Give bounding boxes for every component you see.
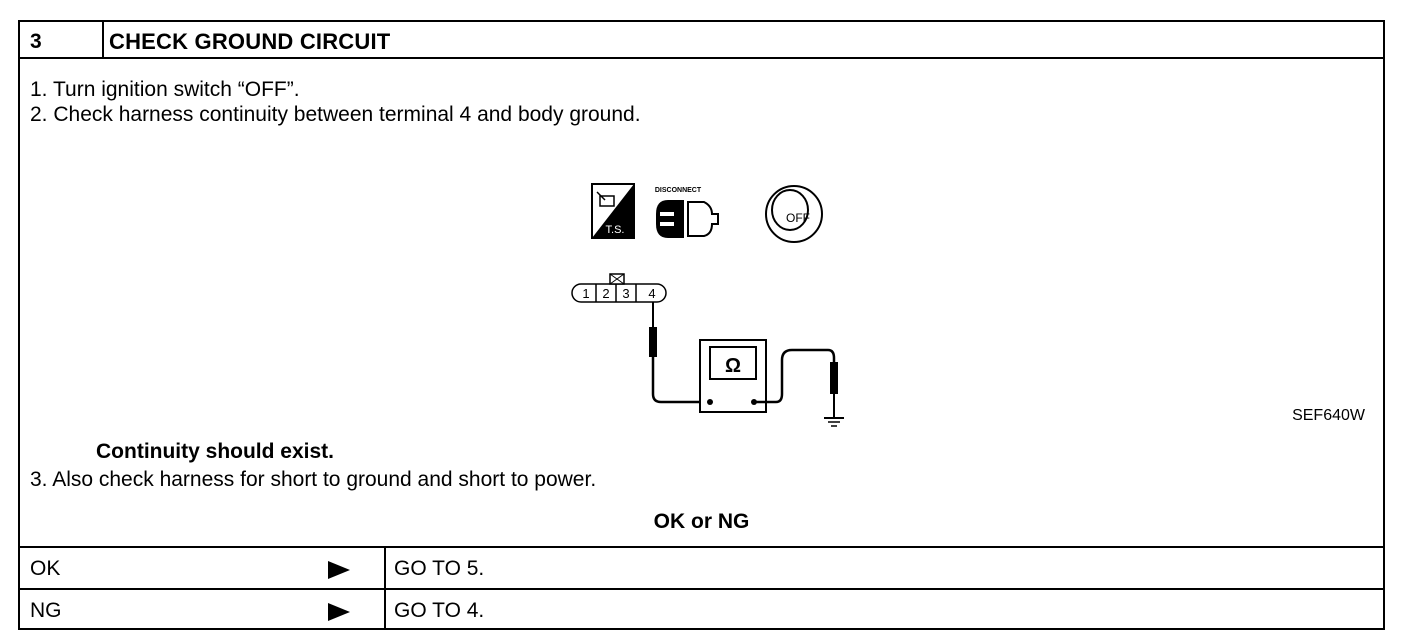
step-1-text: 1. Turn ignition switch “OFF”. — [30, 78, 300, 101]
diagnostic-procedure-box: 3 CHECK GROUND CIRCUIT 1. Turn ignition … — [18, 20, 1385, 630]
continuity-check-diagram: T.S. DISCONNECT OFF — [550, 162, 850, 437]
ohm-symbol: Ω — [725, 355, 741, 377]
ohmmeter: Ω — [699, 339, 767, 413]
terminal-1: 1 — [582, 286, 589, 301]
probe-terminal-4 — [649, 302, 705, 404]
decision-row-ok: OK GO TO 5. — [20, 546, 1383, 588]
terminal-2: 2 — [602, 286, 609, 301]
arrow-right-icon — [328, 603, 350, 621]
ignition-off-icon: OFF — [765, 185, 823, 243]
row-divider — [384, 590, 386, 630]
decision-row-ng: NG GO TO 4. — [20, 588, 1383, 630]
harness-connector: 1 2 3 4 — [571, 273, 667, 303]
ts-icon: T.S. — [591, 183, 635, 239]
ts-label: T.S. — [606, 224, 625, 236]
header-divider — [102, 22, 104, 57]
off-label: OFF — [786, 211, 810, 225]
terminal-3: 3 — [622, 286, 629, 301]
action-go-to-5: GO TO 5. — [394, 557, 485, 580]
probe-ground — [754, 348, 844, 427]
disconnect-label: DISCONNECT — [655, 187, 702, 194]
figure-code: SEF640W — [1292, 407, 1365, 424]
action-go-to-4: GO TO 4. — [394, 599, 485, 622]
arrow-right-icon — [328, 561, 350, 579]
result-ok-label: OK — [30, 557, 61, 580]
step-number: 3 — [30, 30, 42, 53]
terminal-4: 4 — [648, 286, 655, 301]
procedure-title: CHECK GROUND CIRCUIT — [109, 29, 391, 54]
continuity-result-text: Continuity should exist. — [96, 440, 335, 463]
row-divider — [384, 548, 386, 588]
result-ng-label: NG — [30, 599, 62, 622]
procedure-header: 3 CHECK GROUND CIRCUIT — [20, 22, 1383, 59]
step-2-text: 2. Check harness continuity between term… — [30, 103, 641, 126]
step-3-text: 3. Also check harness for short to groun… — [30, 468, 597, 491]
ok-or-ng-label: OK or NG — [653, 510, 750, 533]
diagram-svg: T.S. DISCONNECT OFF — [571, 183, 844, 427]
disconnect-icon: DISCONNECT — [655, 187, 719, 238]
